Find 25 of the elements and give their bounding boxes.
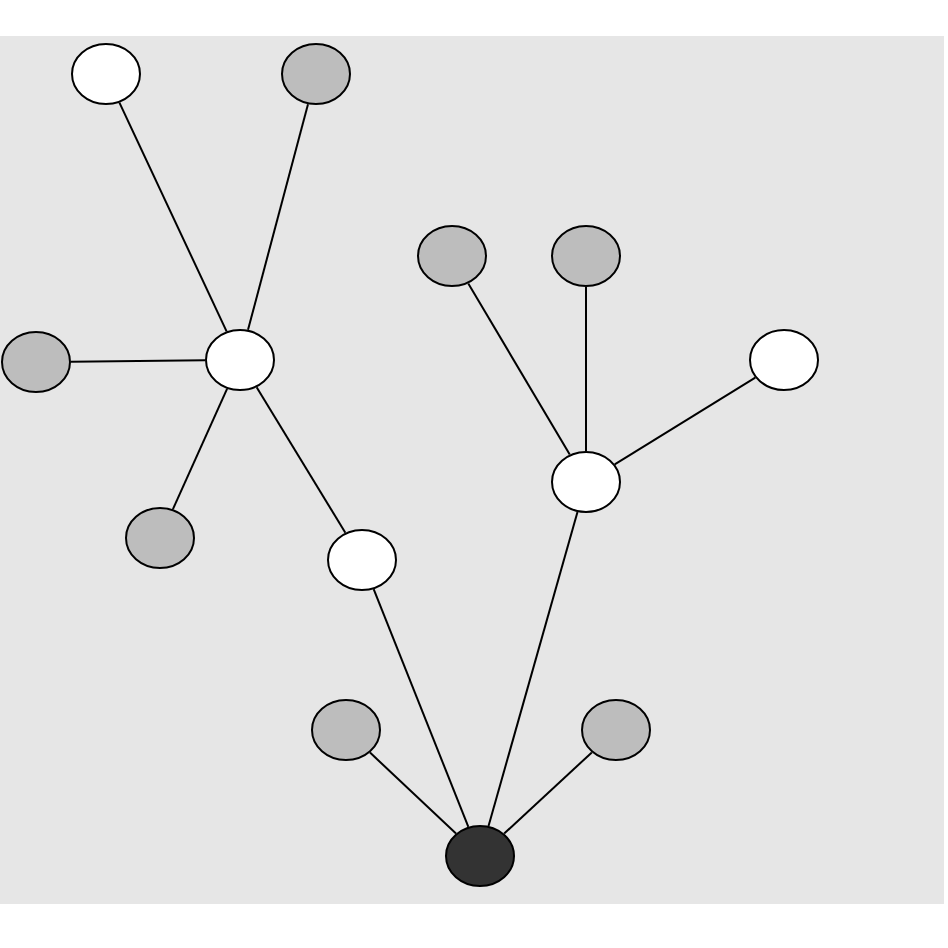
tree-node [281,43,351,105]
connector-line [487,511,579,827]
tree-node [1,331,71,393]
connector-line [467,282,571,456]
connector-line [503,751,593,835]
connector-line [585,286,587,452]
tree-node [749,329,819,391]
connector-line [118,101,228,333]
tree-node [327,529,397,591]
tree-node [551,225,621,287]
connector-line [171,387,229,511]
connector-line [613,376,757,466]
connector-line [372,588,470,828]
tree-node [311,699,381,761]
connector-line [255,386,347,534]
connector-line [70,359,206,363]
connector-line [247,103,309,331]
tree-node [551,451,621,513]
tree-node [205,329,275,391]
tree-node [125,507,195,569]
tree-node [445,825,515,887]
tree-node [581,699,651,761]
connector-line [369,751,457,835]
tree-node [71,43,141,105]
tree-node [417,225,487,287]
